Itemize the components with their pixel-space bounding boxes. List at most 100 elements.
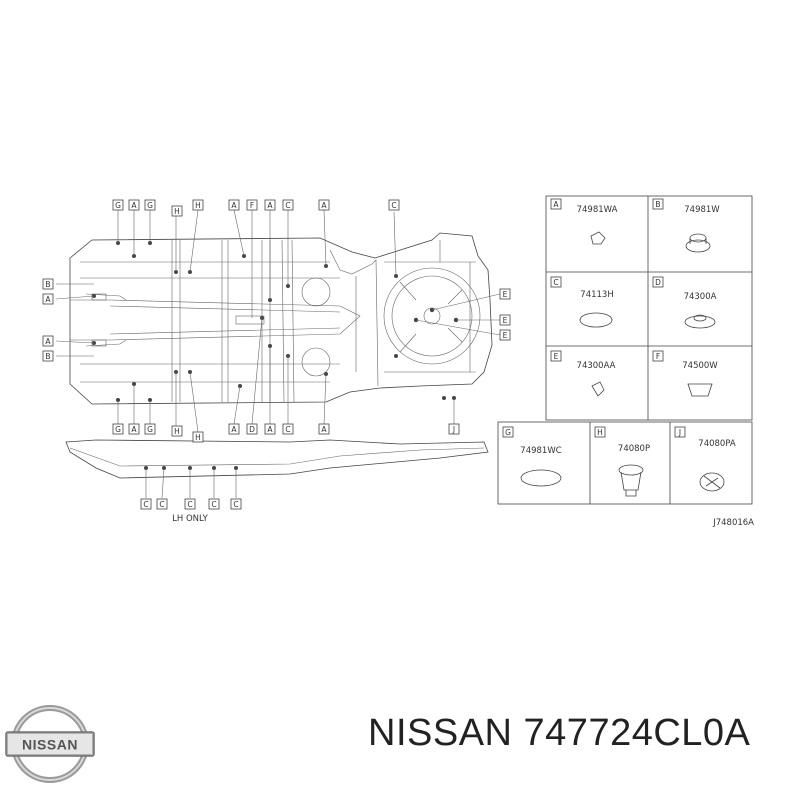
svg-text:E: E	[503, 290, 508, 299]
svg-text:J: J	[452, 425, 455, 434]
part-letter: D	[655, 278, 661, 287]
part-j-drawing	[699, 472, 725, 492]
top-callout-f: F	[246, 199, 258, 211]
part-letter: C	[553, 278, 558, 287]
part-cell-c: C 74113H	[550, 276, 614, 300]
bottom-callout-h: H	[171, 425, 183, 437]
right-callout-e: E	[499, 288, 511, 300]
top-callout-h: H	[192, 199, 204, 211]
parts-cells: A74981WAB74981WC74113HD74300AE74300AAF74…	[502, 198, 736, 456]
top-callout-c: C	[388, 199, 400, 211]
right-callout-e: E	[499, 314, 511, 326]
part-letter: G	[505, 428, 511, 437]
svg-text:F: F	[250, 201, 254, 210]
part-cell-a: A 74981WA	[550, 198, 618, 215]
svg-text:C: C	[143, 500, 148, 509]
bottom-callout-j: J	[448, 423, 460, 435]
parts-table	[497, 195, 753, 505]
part-b-drawing	[685, 233, 711, 253]
side-rail-drawing	[65, 439, 489, 499]
top-callout-a: A	[318, 199, 330, 211]
rail-callout-c: C	[156, 498, 168, 510]
svg-text:A: A	[267, 425, 273, 434]
part-letter: H	[597, 428, 603, 437]
top-callout-g: G	[112, 199, 124, 211]
lh-only-note: LH ONLY	[172, 514, 208, 524]
bottom-callout-a: A	[228, 423, 240, 435]
bottom-callout-a: A	[128, 423, 140, 435]
part-cell-b: B 74981W	[652, 198, 720, 215]
left-callout-a: A	[42, 293, 54, 305]
floor-pan-drawing	[55, 209, 501, 433]
part-d-drawing	[684, 314, 716, 329]
top-callout-c: C	[282, 199, 294, 211]
part-letter: F	[656, 352, 660, 361]
rail-callout-c: C	[208, 498, 220, 510]
svg-text:G: G	[147, 425, 153, 434]
top-callout-g: G	[144, 199, 156, 211]
rail-callout-c: C	[184, 498, 196, 510]
part-c-drawing	[579, 312, 613, 328]
svg-text:E: E	[503, 316, 508, 325]
part-g-drawing	[520, 469, 562, 487]
part-e-drawing	[591, 381, 605, 397]
svg-text:C: C	[285, 201, 290, 210]
top-callout-a: A	[128, 199, 140, 211]
left-callout-b: B	[42, 278, 54, 290]
left-callout-a: A	[42, 335, 54, 347]
part-letter: E	[554, 352, 559, 361]
svg-text:C: C	[285, 425, 290, 434]
part-cell-j: J 74080PA	[674, 426, 736, 449]
bottom-callout-a: A	[318, 423, 330, 435]
svg-text:A: A	[45, 295, 51, 304]
bottom-callout-h: H	[192, 431, 204, 443]
left-callout-b: B	[42, 350, 54, 362]
part-number: 74300AA	[577, 361, 616, 371]
svg-text:B: B	[45, 280, 50, 289]
part-number: 74113H	[580, 290, 613, 300]
part-number: 74981WC	[520, 446, 561, 456]
bottom-callout-c: C	[282, 423, 294, 435]
right-callout-column: EEE	[499, 288, 511, 341]
rail-callout-c: C	[140, 498, 152, 510]
part-cell-g: G 74981WC	[502, 426, 562, 456]
part-number: 74981W	[684, 205, 720, 215]
svg-text:H: H	[174, 207, 180, 216]
rail-callout-c: C	[230, 498, 242, 510]
part-a-drawing	[590, 231, 606, 245]
top-callout-a: A	[264, 199, 276, 211]
nissan-logo: NISSAN	[5, 705, 95, 783]
svg-text:H: H	[195, 433, 201, 442]
bottom-callout-g: G	[112, 423, 124, 435]
top-callout-h: H	[171, 205, 183, 217]
part-letter: B	[655, 200, 660, 209]
svg-text:G: G	[115, 425, 121, 434]
svg-text:C: C	[159, 500, 164, 509]
svg-text:B: B	[45, 352, 50, 361]
bottom-callout-d: D	[246, 423, 258, 435]
svg-text:A: A	[267, 201, 273, 210]
svg-text:A: A	[45, 337, 51, 346]
svg-text:A: A	[231, 201, 237, 210]
svg-text:A: A	[321, 425, 327, 434]
top-callout-a: A	[228, 199, 240, 211]
svg-text:H: H	[195, 201, 201, 210]
svg-text:NISSAN: NISSAN	[22, 737, 78, 753]
part-number: 74080P	[618, 444, 650, 454]
svg-text:G: G	[147, 201, 153, 210]
diagram-code: J748016A	[712, 518, 754, 528]
part-cell-h: H 74080P	[594, 426, 650, 454]
bottom-callout-g: G	[144, 423, 156, 435]
part-number: 74080PA	[698, 439, 736, 449]
part-cell-e: E 74300AA	[550, 350, 616, 371]
part-letter: A	[553, 200, 559, 209]
part-letter: J	[678, 428, 681, 437]
right-callout-e: E	[499, 329, 511, 341]
part-number: 74981WA	[577, 205, 618, 215]
svg-text:C: C	[187, 500, 192, 509]
bottom-callout-a: A	[264, 423, 276, 435]
